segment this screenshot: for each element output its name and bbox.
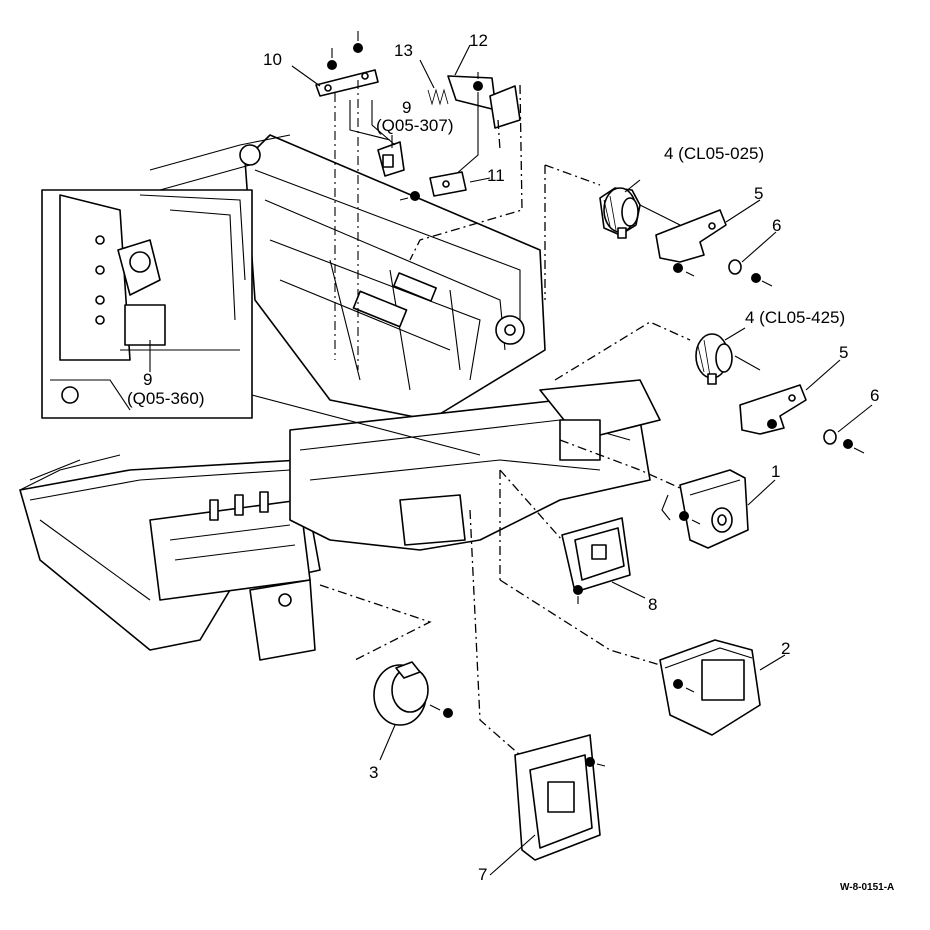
label-part-5-upper: 5: [754, 184, 764, 203]
part-10-bracket: [291, 31, 379, 370]
label-part-4-lower: 4 (CL05-425): [745, 308, 846, 327]
label-part-9-inset: 9: [143, 370, 153, 389]
part-5-bracket-upper: [655, 199, 761, 277]
label-part-11: 11: [487, 166, 505, 185]
part-2-motor: [499, 470, 786, 736]
label-part-5-lower: 5: [839, 343, 849, 362]
part-4-clutch-lower: [554, 321, 761, 385]
part-1-motor: [559, 439, 776, 549]
part-8-board: [499, 469, 646, 604]
label-part-1: 1: [771, 462, 781, 481]
drawing-code: W-8-0151-A: [840, 882, 895, 893]
label-part-3: 3: [369, 763, 379, 782]
part-6-ering-lower: [823, 404, 873, 454]
label-part-9-upper: 9: [402, 98, 412, 117]
inset-pointer-line: [251, 394, 481, 456]
part-5-bracket-lower: [739, 359, 841, 435]
label-part-12: 12: [469, 31, 488, 50]
label-part-2: 2: [781, 639, 791, 658]
label-part-10: 10: [263, 50, 282, 69]
main-chassis-frame: [149, 134, 546, 421]
part-9-sensor: [349, 100, 405, 177]
part-4-clutch-upper: [544, 164, 681, 300]
label-part-9-inset-code: (Q05-360): [127, 389, 205, 408]
label-part-4-upper: 4 (CL05-025): [664, 144, 765, 163]
part-6-ering-upper: [728, 231, 777, 287]
base-housing: [19, 379, 661, 661]
label-part-6-upper: 6: [772, 216, 782, 235]
label-part-6-lower: 6: [870, 386, 880, 405]
label-part-7: 7: [478, 865, 488, 884]
part-7-board: [469, 509, 606, 876]
label-part-8: 8: [648, 595, 658, 614]
part-3-motor: [319, 584, 453, 761]
label-part-13: 13: [394, 41, 413, 60]
label-part-9-upper-code: (Q05-307): [376, 116, 454, 135]
part-12-bracket: [409, 44, 523, 261]
part-11-actuator: [399, 171, 491, 201]
part-13-spring: [419, 59, 449, 106]
inset-detail-box: [41, 189, 253, 419]
